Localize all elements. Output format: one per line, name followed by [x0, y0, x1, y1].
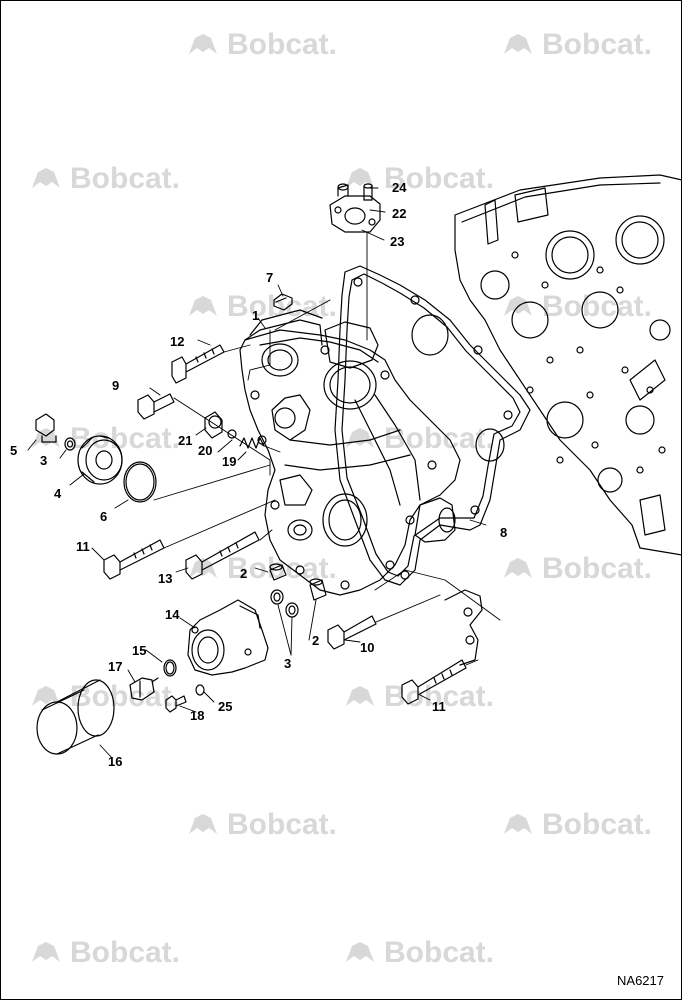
callout-4: 4 [54, 486, 62, 501]
relief-valve-ball [227, 429, 237, 439]
thermostat-cover [329, 183, 381, 233]
callout-14: 14 [165, 607, 180, 622]
callout-layer: 1 2 2 3 3 4 5 6 7 8 9 10 11 11 12 13 14 … [10, 180, 507, 769]
bracket [444, 589, 483, 666]
callout-18: 18 [190, 708, 204, 723]
callout-2: 2 [240, 566, 247, 581]
callout-6: 6 [100, 509, 107, 524]
callout-10: 10 [360, 640, 374, 655]
callout-3: 3 [284, 656, 291, 671]
bobcat-logo-icon [342, 424, 378, 452]
callout-17: 17 [108, 659, 122, 674]
callout-11: 11 [432, 699, 446, 714]
callout-1: 1 [252, 308, 259, 323]
bobcat-logo-icon [185, 554, 221, 582]
callout-16: 16 [108, 754, 122, 769]
callout-3: 3 [40, 453, 47, 468]
small-washer [195, 684, 205, 696]
bolt-10 [327, 615, 377, 650]
drain-plug [35, 413, 57, 443]
bobcat-logo-icon [500, 30, 536, 58]
bolt-13 [185, 531, 260, 580]
callout-7: 7 [266, 270, 273, 285]
bobcat-logo-icon [342, 682, 378, 710]
callout-22: 22 [392, 206, 406, 221]
bobcat-logo-icon [28, 164, 64, 192]
callout-8: 8 [500, 525, 507, 540]
watermark-text: Bobcat. [542, 808, 653, 841]
bobcat-logo-icon [28, 424, 64, 452]
bobcat-logo-icon [342, 938, 378, 966]
bolt-9 [137, 393, 175, 420]
watermark: Bobcat. [500, 28, 652, 62]
bobcat-logo-icon [500, 810, 536, 838]
relief-valve-plug [204, 411, 223, 439]
bolt-11-left [103, 539, 165, 580]
watermark-text: Bobcat. [384, 936, 495, 969]
leader-lines [27, 187, 501, 759]
bobcat-logo-icon [28, 682, 64, 710]
o-ring-small [270, 589, 284, 605]
filter-fitting [129, 677, 159, 701]
bobcat-logo-icon [342, 164, 378, 192]
watermark: Bobcat. [342, 936, 494, 970]
watermark-text: Bobcat. [542, 552, 653, 585]
callout-12: 12 [170, 334, 184, 349]
dowel-pin [269, 563, 287, 581]
bobcat-logo-icon [185, 30, 221, 58]
watermark: Bobcat. [500, 808, 652, 842]
callout-20: 20 [198, 443, 212, 458]
oil-filter [36, 679, 115, 755]
callout-9: 9 [112, 378, 119, 393]
watermark: Bobcat. [500, 552, 652, 586]
callout-11: 11 [76, 539, 90, 554]
callout-25: 25 [218, 699, 232, 714]
watermark: Bobcat. [28, 162, 180, 196]
bobcat-logo-icon [185, 292, 221, 320]
watermark: Bobcat. [342, 162, 494, 196]
watermark: Bobcat. [185, 808, 337, 842]
watermark-text: Bobcat. [542, 28, 653, 61]
watermark: Bobcat. [185, 28, 337, 62]
dowel-pin [309, 578, 327, 601]
small-bolt [165, 695, 187, 713]
sealing-washer [64, 437, 76, 451]
callout-24: 24 [392, 180, 407, 195]
bobcat-logo-icon [500, 554, 536, 582]
watermark: Bobcat. [28, 936, 180, 970]
watermark: Bobcat. [28, 680, 180, 714]
callout-19: 19 [222, 454, 236, 469]
callout-13: 13 [158, 571, 172, 586]
watermark-text: Bobcat. [227, 808, 338, 841]
relief-valve-spring [239, 437, 265, 449]
bolt-11-right [401, 659, 467, 705]
callout-2: 2 [312, 633, 319, 648]
engine-block [454, 174, 682, 556]
bolt-12 [171, 344, 225, 384]
watermark-text: Bobcat. [384, 162, 495, 195]
callout-23: 23 [390, 234, 404, 249]
oil-filter-base [187, 599, 269, 676]
o-ring-small [285, 602, 299, 618]
watermark-text: Bobcat. [227, 28, 338, 61]
oil-filler-cap [77, 435, 123, 485]
document-code: NA6217 [617, 973, 664, 988]
timing-cover-gasket [334, 265, 531, 586]
bobcat-logo-icon [185, 810, 221, 838]
o-ring [123, 461, 157, 503]
timing-gear-cover [239, 309, 461, 596]
watermark-text: Bobcat. [70, 162, 181, 195]
callout-21: 21 [178, 433, 192, 448]
callout-5: 5 [10, 443, 17, 458]
filter-o-ring [163, 659, 177, 677]
watermark-text: Bobcat. [542, 290, 653, 323]
bobcat-logo-icon [28, 938, 64, 966]
callout-15: 15 [132, 643, 146, 658]
watermark-text: Bobcat. [70, 936, 181, 969]
